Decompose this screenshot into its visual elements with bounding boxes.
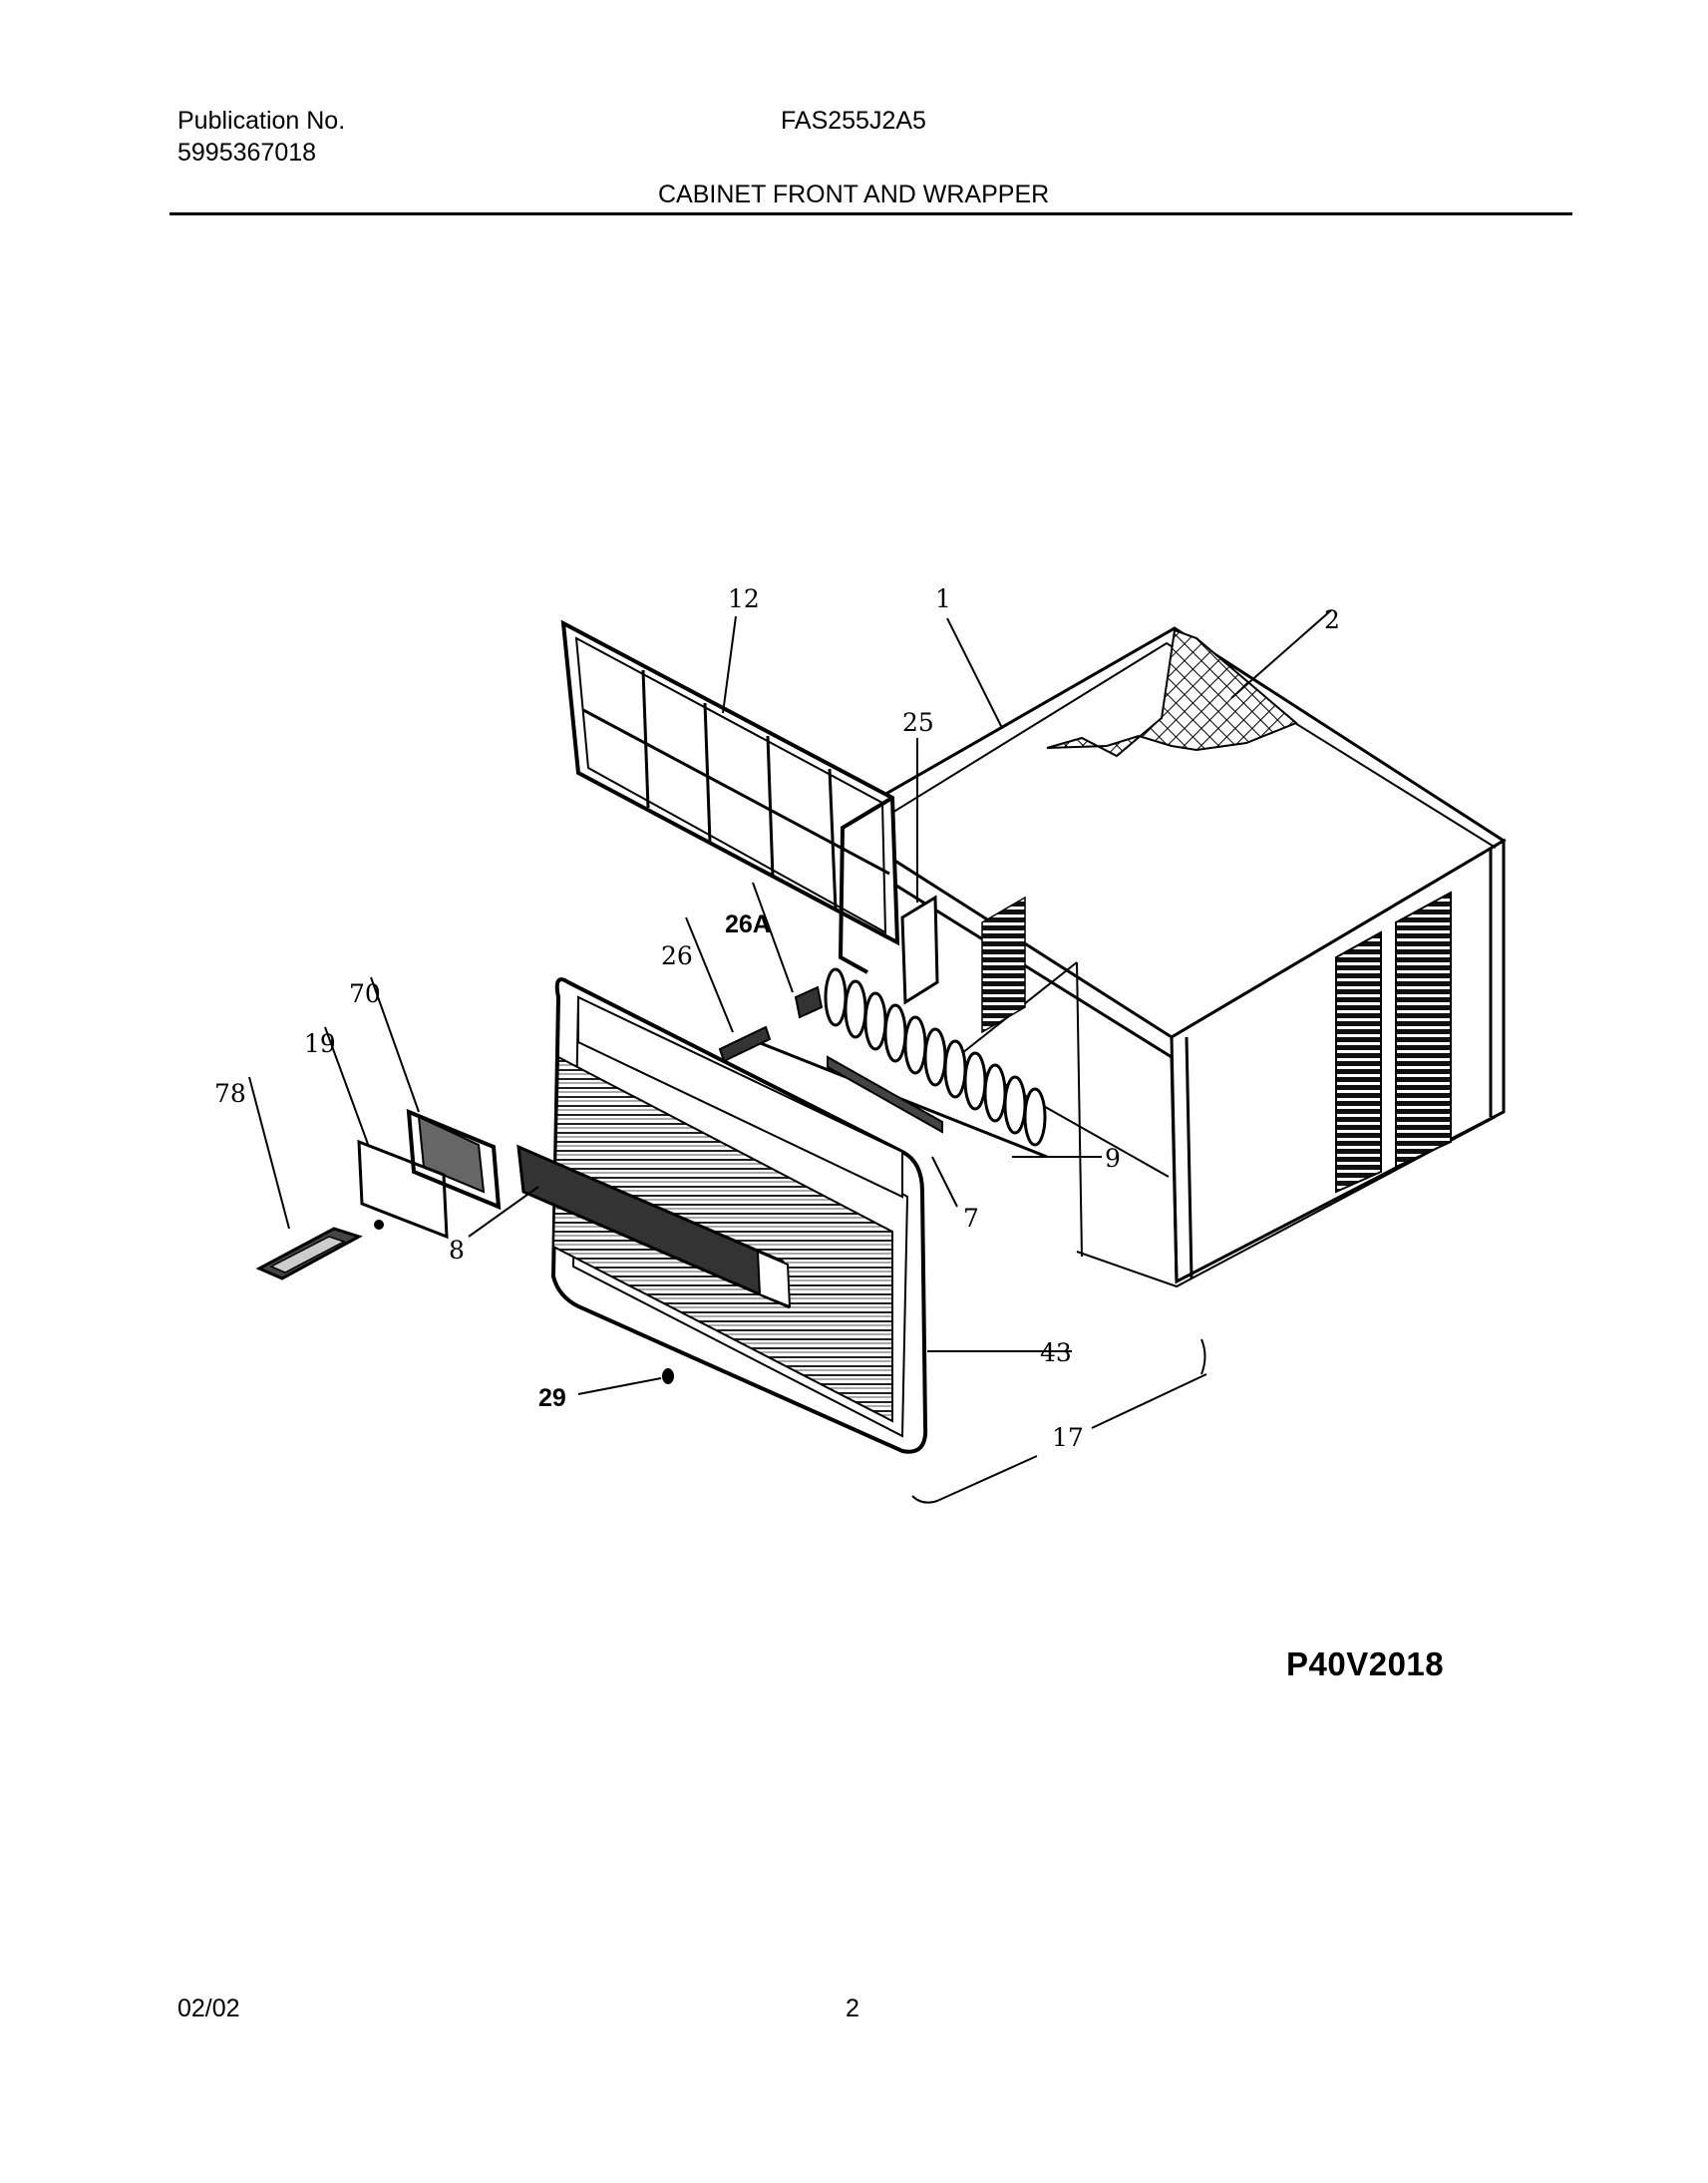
callout-1: 1 xyxy=(935,584,951,613)
plug-icon xyxy=(662,1368,674,1384)
callout-26: 26 xyxy=(661,941,693,970)
blower-assembly xyxy=(757,967,1048,1159)
rear-mesh-grille xyxy=(1046,628,1298,758)
control-bracket xyxy=(900,895,939,1005)
callout-17: 17 xyxy=(1052,1423,1084,1452)
footer-date: 02/02 xyxy=(177,1995,240,2022)
callout-78: 78 xyxy=(214,1079,246,1108)
callout-43: 43 xyxy=(1040,1338,1072,1367)
leader-lines xyxy=(248,609,1332,1504)
publication-number: 5995367018 xyxy=(177,139,317,167)
side-louvers xyxy=(981,891,1452,1194)
callout-8: 8 xyxy=(449,1236,465,1265)
control-knob-26a xyxy=(794,985,824,1019)
callout-29: 29 xyxy=(538,1384,566,1412)
gasket xyxy=(357,1139,449,1240)
page-number: 2 xyxy=(846,1995,859,2022)
front-rail xyxy=(827,1055,943,1134)
header-rule xyxy=(170,212,1572,215)
callout-12: 12 xyxy=(728,584,760,613)
model-number: FAS255J2A5 xyxy=(781,107,926,135)
callout-70: 70 xyxy=(349,979,381,1008)
callout-2: 2 xyxy=(1324,605,1340,634)
callout-25: 25 xyxy=(902,708,934,737)
air-filter-frame xyxy=(560,619,900,974)
callout-26a: 26A xyxy=(725,910,771,938)
screw-icon xyxy=(374,1220,384,1230)
callout-9: 9 xyxy=(1105,1144,1121,1173)
control-knob-26 xyxy=(718,1025,772,1063)
callout-19: 19 xyxy=(304,1029,336,1058)
publication-label: Publication No. xyxy=(177,107,346,135)
figure-code: P40V2018 xyxy=(1286,1645,1445,1682)
callout-7: 7 xyxy=(963,1204,979,1233)
section-title: CABINET FRONT AND WRAPPER xyxy=(658,181,1050,208)
